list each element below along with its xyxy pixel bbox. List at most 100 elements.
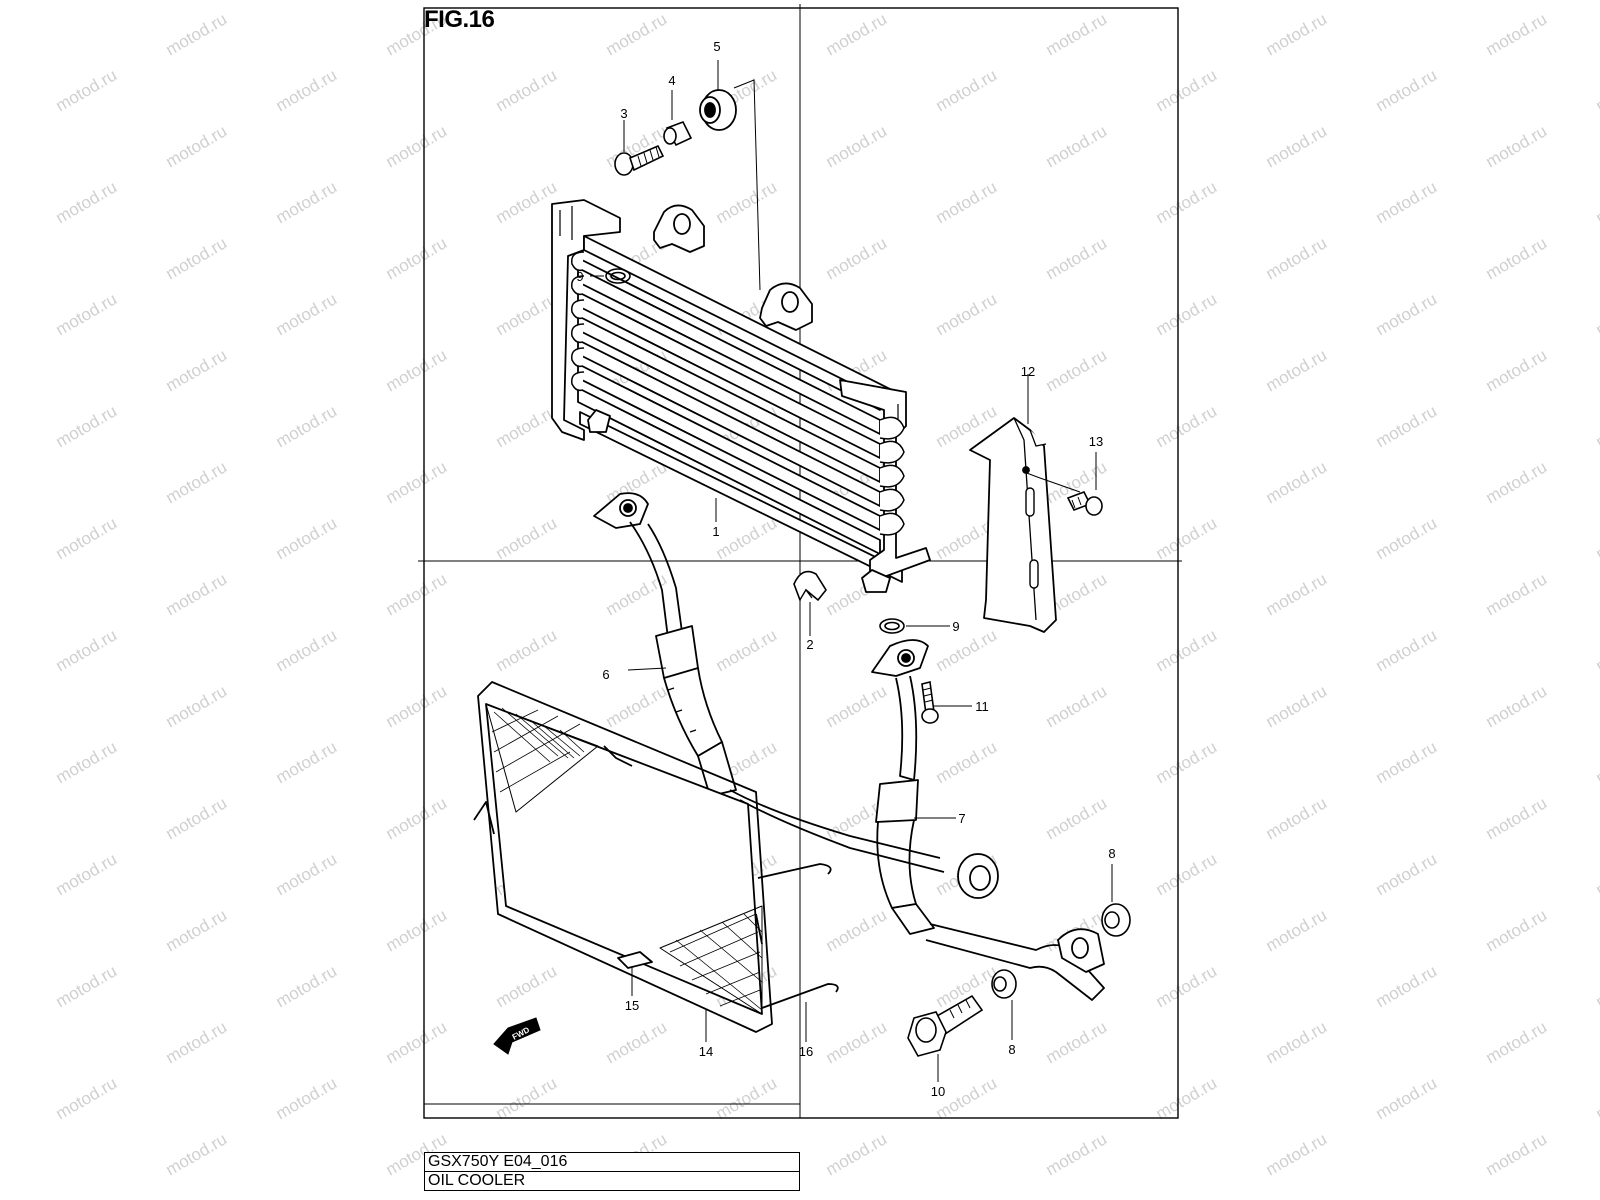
watermark-text: motod.ru [933, 289, 1001, 339]
oil-hose-part-6 [593, 492, 999, 899]
watermark-text: motod.ru [1263, 9, 1331, 59]
watermark-text: motod.ru [1373, 961, 1441, 1011]
watermark-text: motod.ru [1373, 0, 1441, 3]
bolt-part-13 [1066, 490, 1103, 516]
watermark-text: motod.ru [1153, 1073, 1221, 1123]
watermark-text: motod.ru [1263, 569, 1331, 619]
watermark-text: motod.ru [1153, 289, 1221, 339]
watermark-text: motod.ru [1153, 65, 1221, 115]
model-code-caption: GSX750Y E04_016 [424, 1152, 800, 1172]
watermark-text: motod.ru [1153, 849, 1221, 899]
watermark-text: motod.ru [1043, 681, 1111, 731]
watermark-text: motod.ru [823, 1017, 891, 1067]
watermark-text: motod.ru [53, 737, 121, 787]
watermark-text: motod.ru [1043, 793, 1111, 843]
watermark-text: motod.ru [163, 457, 231, 507]
watermark-text: motod.ru [1153, 961, 1221, 1011]
watermark-text: motod.ru [53, 177, 121, 227]
watermark-text: motod.ru [1263, 233, 1331, 283]
watermark-text: motod.ru [493, 177, 561, 227]
callout-10: 10 [931, 1084, 945, 1099]
watermark-text: motod.ru [1043, 345, 1111, 395]
watermark-text: motod.ru [163, 345, 231, 395]
watermark-text: motod.ru [163, 905, 231, 955]
watermark-text: motod.ru [1263, 793, 1331, 843]
watermark-text: motod.ru [1263, 905, 1331, 955]
watermark-text: motod.ru [53, 625, 121, 675]
watermark-text: motod.ru [53, 961, 121, 1011]
callout-8-lower: 8 [1008, 1042, 1015, 1057]
washer-part-8 [991, 903, 1131, 999]
watermark-text: motod.ru [1593, 177, 1600, 227]
watermark-text: motod.ru [493, 513, 561, 563]
watermark-text: motod.ru [1373, 289, 1441, 339]
watermark-text: motod.ru [383, 793, 451, 843]
callout-1: 1 [712, 524, 719, 539]
watermark-text: motod.ru [53, 289, 121, 339]
watermark-text: motod.ru [383, 1017, 451, 1067]
watermark-text: motod.ru [383, 569, 451, 619]
watermark-text: motod.ru [1153, 401, 1221, 451]
watermark-text: motod.ru [1153, 0, 1221, 3]
watermark-text: motod.ru [53, 849, 121, 899]
watermark-text: motod.ru [1373, 65, 1441, 115]
watermark-text: motod.ru [1373, 177, 1441, 227]
watermark-text: motod.ru [273, 289, 341, 339]
watermark-text: motod.ru [933, 737, 1001, 787]
watermark-text: motod.ru [823, 681, 891, 731]
watermark-text: motod.ru [273, 401, 341, 451]
watermark-text: motod.ru [1373, 1073, 1441, 1123]
watermark-text: motod.ru [933, 65, 1001, 115]
watermark-text: motod.ru [53, 513, 121, 563]
watermark-text: motod.ru [1263, 345, 1331, 395]
callout-9-upper: 9 [576, 269, 583, 284]
watermark-text: motod.ru [163, 793, 231, 843]
watermark-text: motod.ru [1483, 793, 1551, 843]
watermark-text: motod.ru [1593, 961, 1600, 1011]
watermark-text: motod.ru [603, 9, 671, 59]
watermark-text: motod.ru [1483, 905, 1551, 955]
watermark-text: motod.ru [1483, 233, 1551, 283]
watermark-text: motod.ru [1593, 401, 1600, 451]
watermark-text: motod.ru [1483, 569, 1551, 619]
watermark-text: motod.ru [273, 177, 341, 227]
watermark-text: motod.ru [1483, 1129, 1551, 1179]
watermark-text: motod.ru [1373, 849, 1441, 899]
watermark-text: motod.ru [823, 9, 891, 59]
watermark-text: motod.ru [1593, 65, 1600, 115]
watermark-text: motod.ru [1263, 121, 1331, 171]
watermark-text: motod.ru [273, 625, 341, 675]
watermark-text: motod.ru [1593, 513, 1600, 563]
watermark-text: motod.ru [713, 1073, 781, 1123]
watermark-text: motod.ru [493, 65, 561, 115]
watermark-text: motod.ru [1043, 121, 1111, 171]
watermark-text: motod.ru [53, 0, 121, 3]
watermark-text: motod.ru [713, 177, 781, 227]
watermark-text: motod.ru [163, 1129, 231, 1179]
callout-12: 12 [1021, 364, 1035, 379]
watermark-text: motod.ru [1593, 289, 1600, 339]
watermark-text: motod.ru [383, 905, 451, 955]
watermark-text: motod.ru [383, 681, 451, 731]
watermark-text: motod.ru [493, 625, 561, 675]
watermark-text: motod.ru [1593, 0, 1600, 3]
watermark-text: motod.ru [713, 625, 781, 675]
watermark-text: motod.ru [603, 1017, 671, 1067]
watermark-text: motod.ru [493, 401, 561, 451]
watermark-text: motod.ru [823, 905, 891, 955]
callout-numbers: 5 4 3 9 1 2 6 9 12 13 11 7 8 8 10 15 14 … [576, 39, 1115, 1099]
callout-15: 15 [625, 998, 639, 1013]
watermark-text: motod.ru [1043, 1129, 1111, 1179]
watermark-text: motod.ru [273, 961, 341, 1011]
watermark-text: motod.ru [383, 457, 451, 507]
callout-6: 6 [602, 667, 609, 682]
watermark-text: motod.ru [1153, 625, 1221, 675]
watermark-text: motod.ru [273, 1073, 341, 1123]
watermark-text: motod.ru [273, 65, 341, 115]
watermark-text: motod.ru [273, 849, 341, 899]
bracket-part-12 [969, 417, 1057, 633]
watermark-text: motod.ru [713, 513, 781, 563]
watermark-text: motod.ru [1373, 513, 1441, 563]
watermark-text: motod.ru [493, 289, 561, 339]
